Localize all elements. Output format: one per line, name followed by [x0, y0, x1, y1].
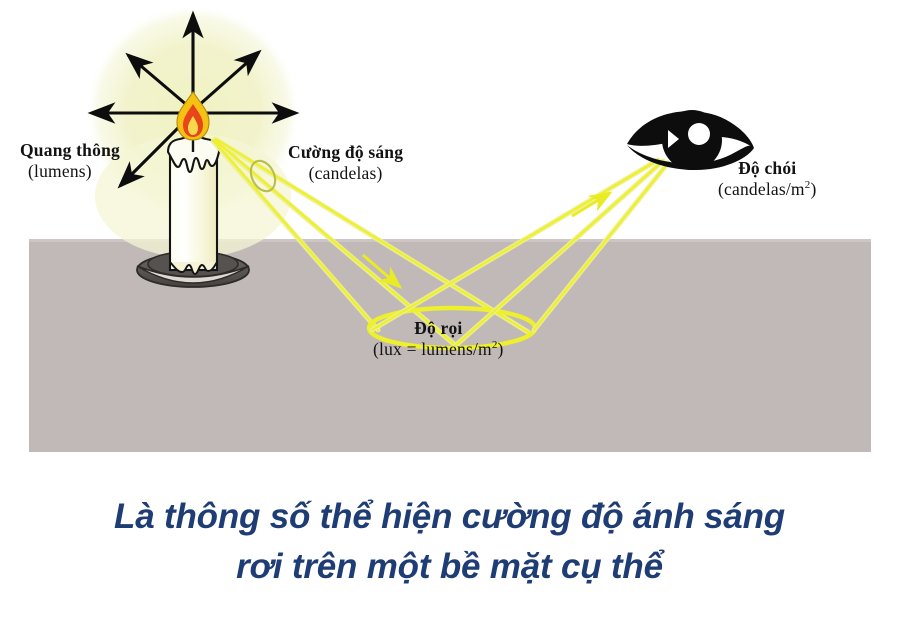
photometry-diagram: [29, 4, 871, 452]
eye-icon: [627, 110, 754, 170]
label-luminous-intensity-name: Cường độ sáng: [288, 142, 404, 162]
label-luminous-intensity: Cường độ sáng (candelas): [288, 142, 403, 183]
label-illuminance-unit-tail: ): [497, 338, 504, 359]
label-luminance-unit-main: (candelas/m: [718, 178, 805, 199]
label-luminance-unit: (candelas/m2): [718, 179, 816, 200]
label-luminous-flux-name: Quang thông: [20, 140, 120, 160]
label-illuminance-unit-main: (lux = lumens/m: [373, 338, 492, 359]
label-luminous-intensity-unit: (candelas): [308, 162, 383, 183]
caption-line-2: rơi trên một bề mặt cụ thể: [236, 546, 663, 586]
candle-icon: [166, 133, 221, 275]
label-illuminance-unit: (lux = lumens/m2): [373, 339, 504, 360]
caption-line-1: Là thông số thể hiện cường độ ánh sáng: [114, 497, 785, 536]
radiating-arrows-icon: [87, 10, 300, 189]
reflected-ray-arrow-icon: [571, 191, 613, 218]
label-luminance-unit-tail: ): [810, 178, 817, 199]
solid-angle-ellipse-icon: [249, 159, 277, 193]
flame-icon: [176, 91, 210, 141]
incident-ray-arrow-icon: [362, 253, 403, 289]
label-luminance-unit-exponent: 2: [804, 178, 811, 191]
label-luminous-flux-unit: (lumens): [28, 160, 92, 181]
label-illuminance-unit-exponent: 2: [491, 338, 498, 351]
reflected-ray-core-icon: [370, 158, 670, 348]
label-illuminance: Độ rọi (lux = lumens/m2): [373, 318, 504, 359]
label-illuminance-name: Độ rọi: [414, 318, 463, 338]
label-luminance-name: Độ chói: [738, 158, 797, 178]
label-luminous-flux: Quang thông (lumens): [20, 140, 120, 181]
caption: Là thông số thể hiện cường độ ánh sáng r…: [0, 492, 899, 591]
label-luminance: Độ chói (candelas/m2): [718, 158, 816, 199]
